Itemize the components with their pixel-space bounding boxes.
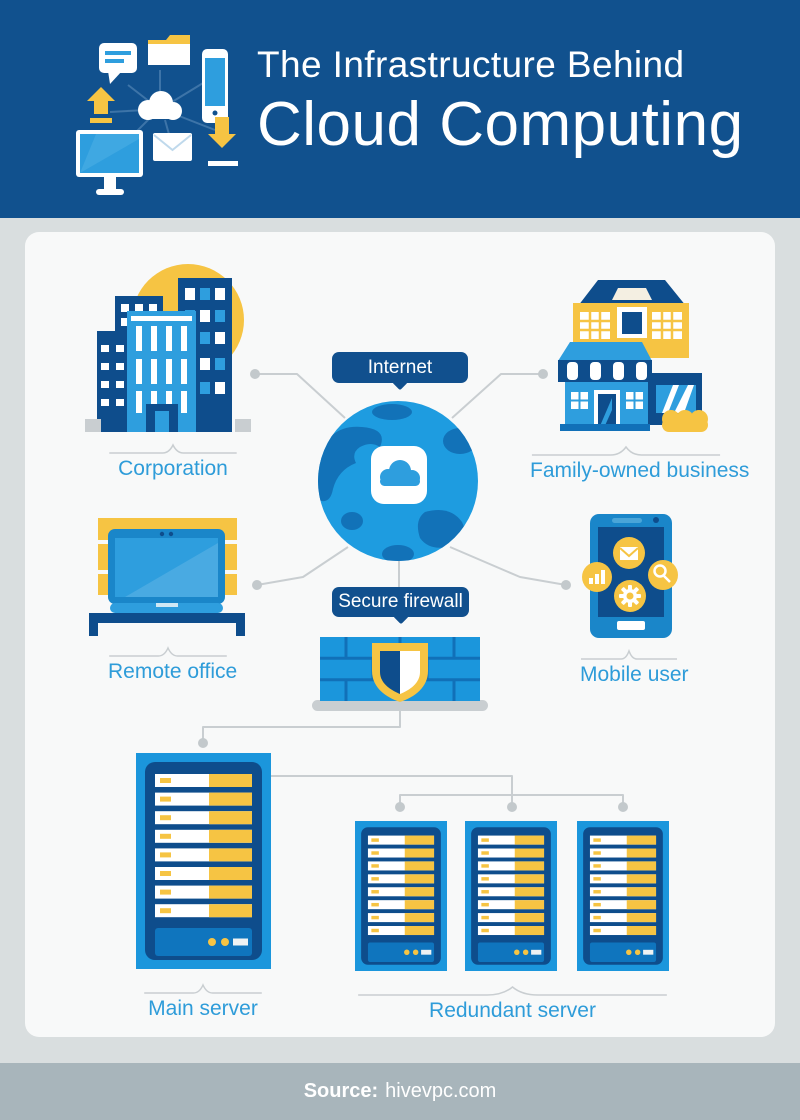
email-bubble-icon <box>613 537 645 569</box>
family-business-label: Family-owned business <box>530 444 749 483</box>
cloud-app-icon <box>371 446 427 504</box>
table <box>89 613 245 636</box>
chat-bubble-icon <box>99 43 137 84</box>
main-server-label: Main server <box>143 982 263 1021</box>
brace-decoration <box>108 442 238 454</box>
title-line-2: Cloud Computing <box>257 90 744 159</box>
brace-decoration <box>530 444 722 456</box>
download-arrow-icon <box>208 117 238 166</box>
upload-arrow-icon <box>87 87 115 123</box>
internet-badge: Internet <box>332 352 468 383</box>
diagram-card: Internet <box>25 232 775 1037</box>
title-line-1: The Infrastructure Behind <box>257 44 685 85</box>
smartphone-icon <box>202 49 228 123</box>
secure-firewall-badge: Secure firewall <box>332 587 469 617</box>
brace-decoration <box>355 984 670 996</box>
brace-decoration <box>143 982 263 994</box>
brace-decoration <box>580 648 678 660</box>
header-banner: The Infrastructure Behind Cloud Computin… <box>0 0 800 218</box>
laptop-icon <box>108 529 225 613</box>
envelope-icon <box>153 133 192 161</box>
source-value: hivevpc.com <box>385 1080 497 1102</box>
chart-bubble-icon <box>582 562 612 592</box>
remote-office-illustration <box>89 518 245 636</box>
page-title: The Infrastructure Behind Cloud Computin… <box>257 44 744 160</box>
source-label: Source: <box>303 1080 379 1102</box>
connector-lines <box>198 369 628 812</box>
corporation-illustration <box>85 264 251 432</box>
storefront-icon <box>558 342 708 432</box>
internet-badge-label: Internet <box>367 356 433 378</box>
buildings-icon <box>85 278 251 432</box>
redundant-server-rack-2 <box>465 821 557 971</box>
family-business-illustration <box>558 280 708 432</box>
remote-office-label: Remote office <box>108 645 237 684</box>
mobile-user-label: Mobile user <box>580 648 689 687</box>
firewall-badge-label: Secure firewall <box>338 591 463 612</box>
header-icon-cluster <box>76 35 238 195</box>
footer-bar: Source: hivevpc.com <box>0 1063 800 1120</box>
redundant-server-label: Redundant server <box>355 984 670 1023</box>
shield-icon <box>372 643 428 702</box>
cloud-icon <box>138 91 182 120</box>
monitor-icon <box>76 130 143 195</box>
mobile-user-illustration <box>582 514 678 638</box>
gear-bubble-icon <box>614 580 646 612</box>
redundant-server-rack-3 <box>577 821 669 971</box>
corporation-label: Corporation <box>108 442 238 481</box>
brace-decoration <box>108 645 228 657</box>
redundant-server-rack-1 <box>355 821 447 971</box>
firewall-base <box>312 700 488 711</box>
globe-illustration <box>318 401 478 561</box>
folder-icon <box>148 35 190 65</box>
firewall-illustration <box>312 637 488 711</box>
search-bubble-icon <box>648 560 678 590</box>
main-server-rack <box>136 753 271 969</box>
